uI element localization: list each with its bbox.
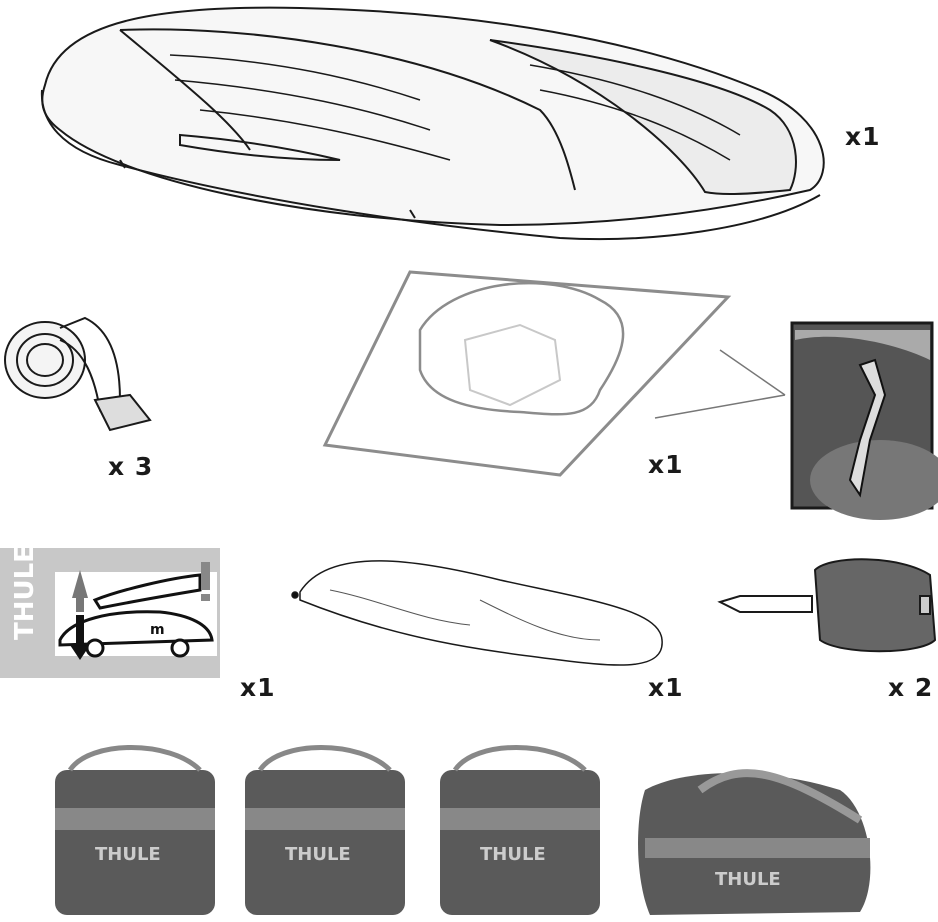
bag-logo: THULE: [480, 844, 546, 865]
luggage-bag-3: THULE: [440, 745, 600, 915]
sticker-logo: THULE: [10, 545, 40, 640]
height-warning-sticker: THULE m: [0, 545, 220, 678]
luggage-bags: THULE THULE THULE THULE: [55, 745, 871, 915]
height-sticker-quantity: x1: [240, 673, 276, 702]
bag-logo: THULE: [95, 844, 161, 865]
key-illustration: [717, 558, 937, 653]
roof-box-quantity: x1: [845, 122, 881, 151]
storage-bag-illustration: [291, 560, 663, 666]
mounting-kit-illustration: [322, 270, 786, 477]
mounting-kit-quantity: x1: [648, 450, 684, 479]
storage-bag-quantity: x1: [648, 673, 684, 702]
luggage-bag-1: THULE: [55, 745, 215, 915]
luggage-bag-4: THULE: [638, 769, 871, 915]
strap-illustration: [4, 316, 152, 432]
key-quantity: x 2: [888, 673, 934, 702]
bag-logo: THULE: [285, 844, 351, 865]
detail-inset: [790, 321, 938, 520]
bag-logo: THULE: [715, 869, 781, 890]
sticker-unit: m: [150, 622, 165, 638]
strap-quantity: x 3: [108, 452, 154, 481]
roof-box-illustration: [40, 6, 825, 241]
luggage-bag-2: THULE: [245, 745, 405, 915]
